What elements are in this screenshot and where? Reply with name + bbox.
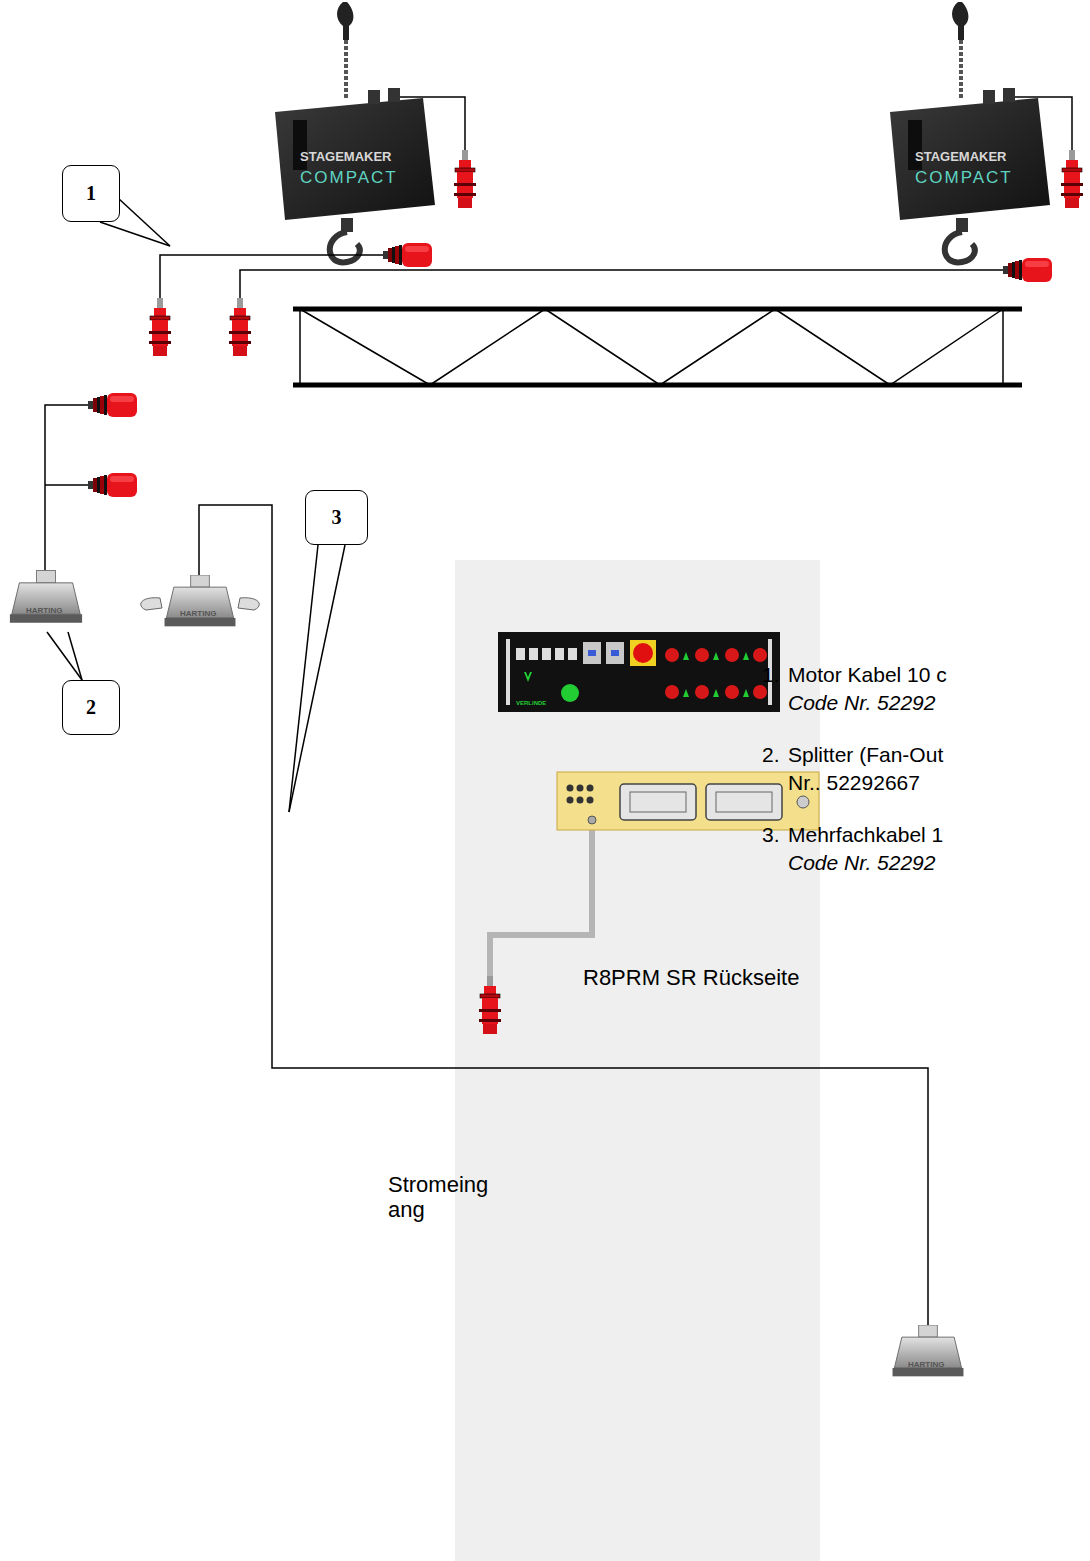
model-text: COMPACT <box>300 168 398 188</box>
part-code: Code Nr. 52292 <box>788 691 935 715</box>
callout-number: 2 <box>62 680 120 735</box>
connector-brand: HARTING <box>26 606 62 615</box>
brand-text: VERLINDE <box>516 700 546 707</box>
connector-brand: HARTING <box>908 1360 944 1369</box>
model-text: COMPACT <box>915 168 1013 188</box>
connector-brand: HARTING <box>180 609 216 618</box>
callout-number: 1 <box>62 165 120 222</box>
callout-number-text: 3 <box>332 506 342 529</box>
brand-text: STAGEMAKER <box>300 150 391 165</box>
callout-number-text: 1 <box>86 182 96 205</box>
input-label: Stromeing ang <box>388 1172 488 1223</box>
list-number: 1. <box>762 663 780 687</box>
list-number: 2. <box>762 743 780 767</box>
panel-caption: R8PRM SR Rückseite <box>583 965 799 990</box>
part-code: Nr.. 52292667 <box>788 771 920 795</box>
part-code: Code Nr. 52292 <box>788 851 935 875</box>
callout-number: 3 <box>305 490 368 545</box>
list-number: 3. <box>762 823 780 847</box>
part-name: Mehrfachkabel 1 <box>788 823 943 847</box>
part-name: Motor Kabel 10 c <box>788 663 947 687</box>
callout-number-text: 2 <box>86 696 96 719</box>
part-name: Splitter (Fan-Out <box>788 743 943 767</box>
brand-text: STAGEMAKER <box>915 150 1006 165</box>
